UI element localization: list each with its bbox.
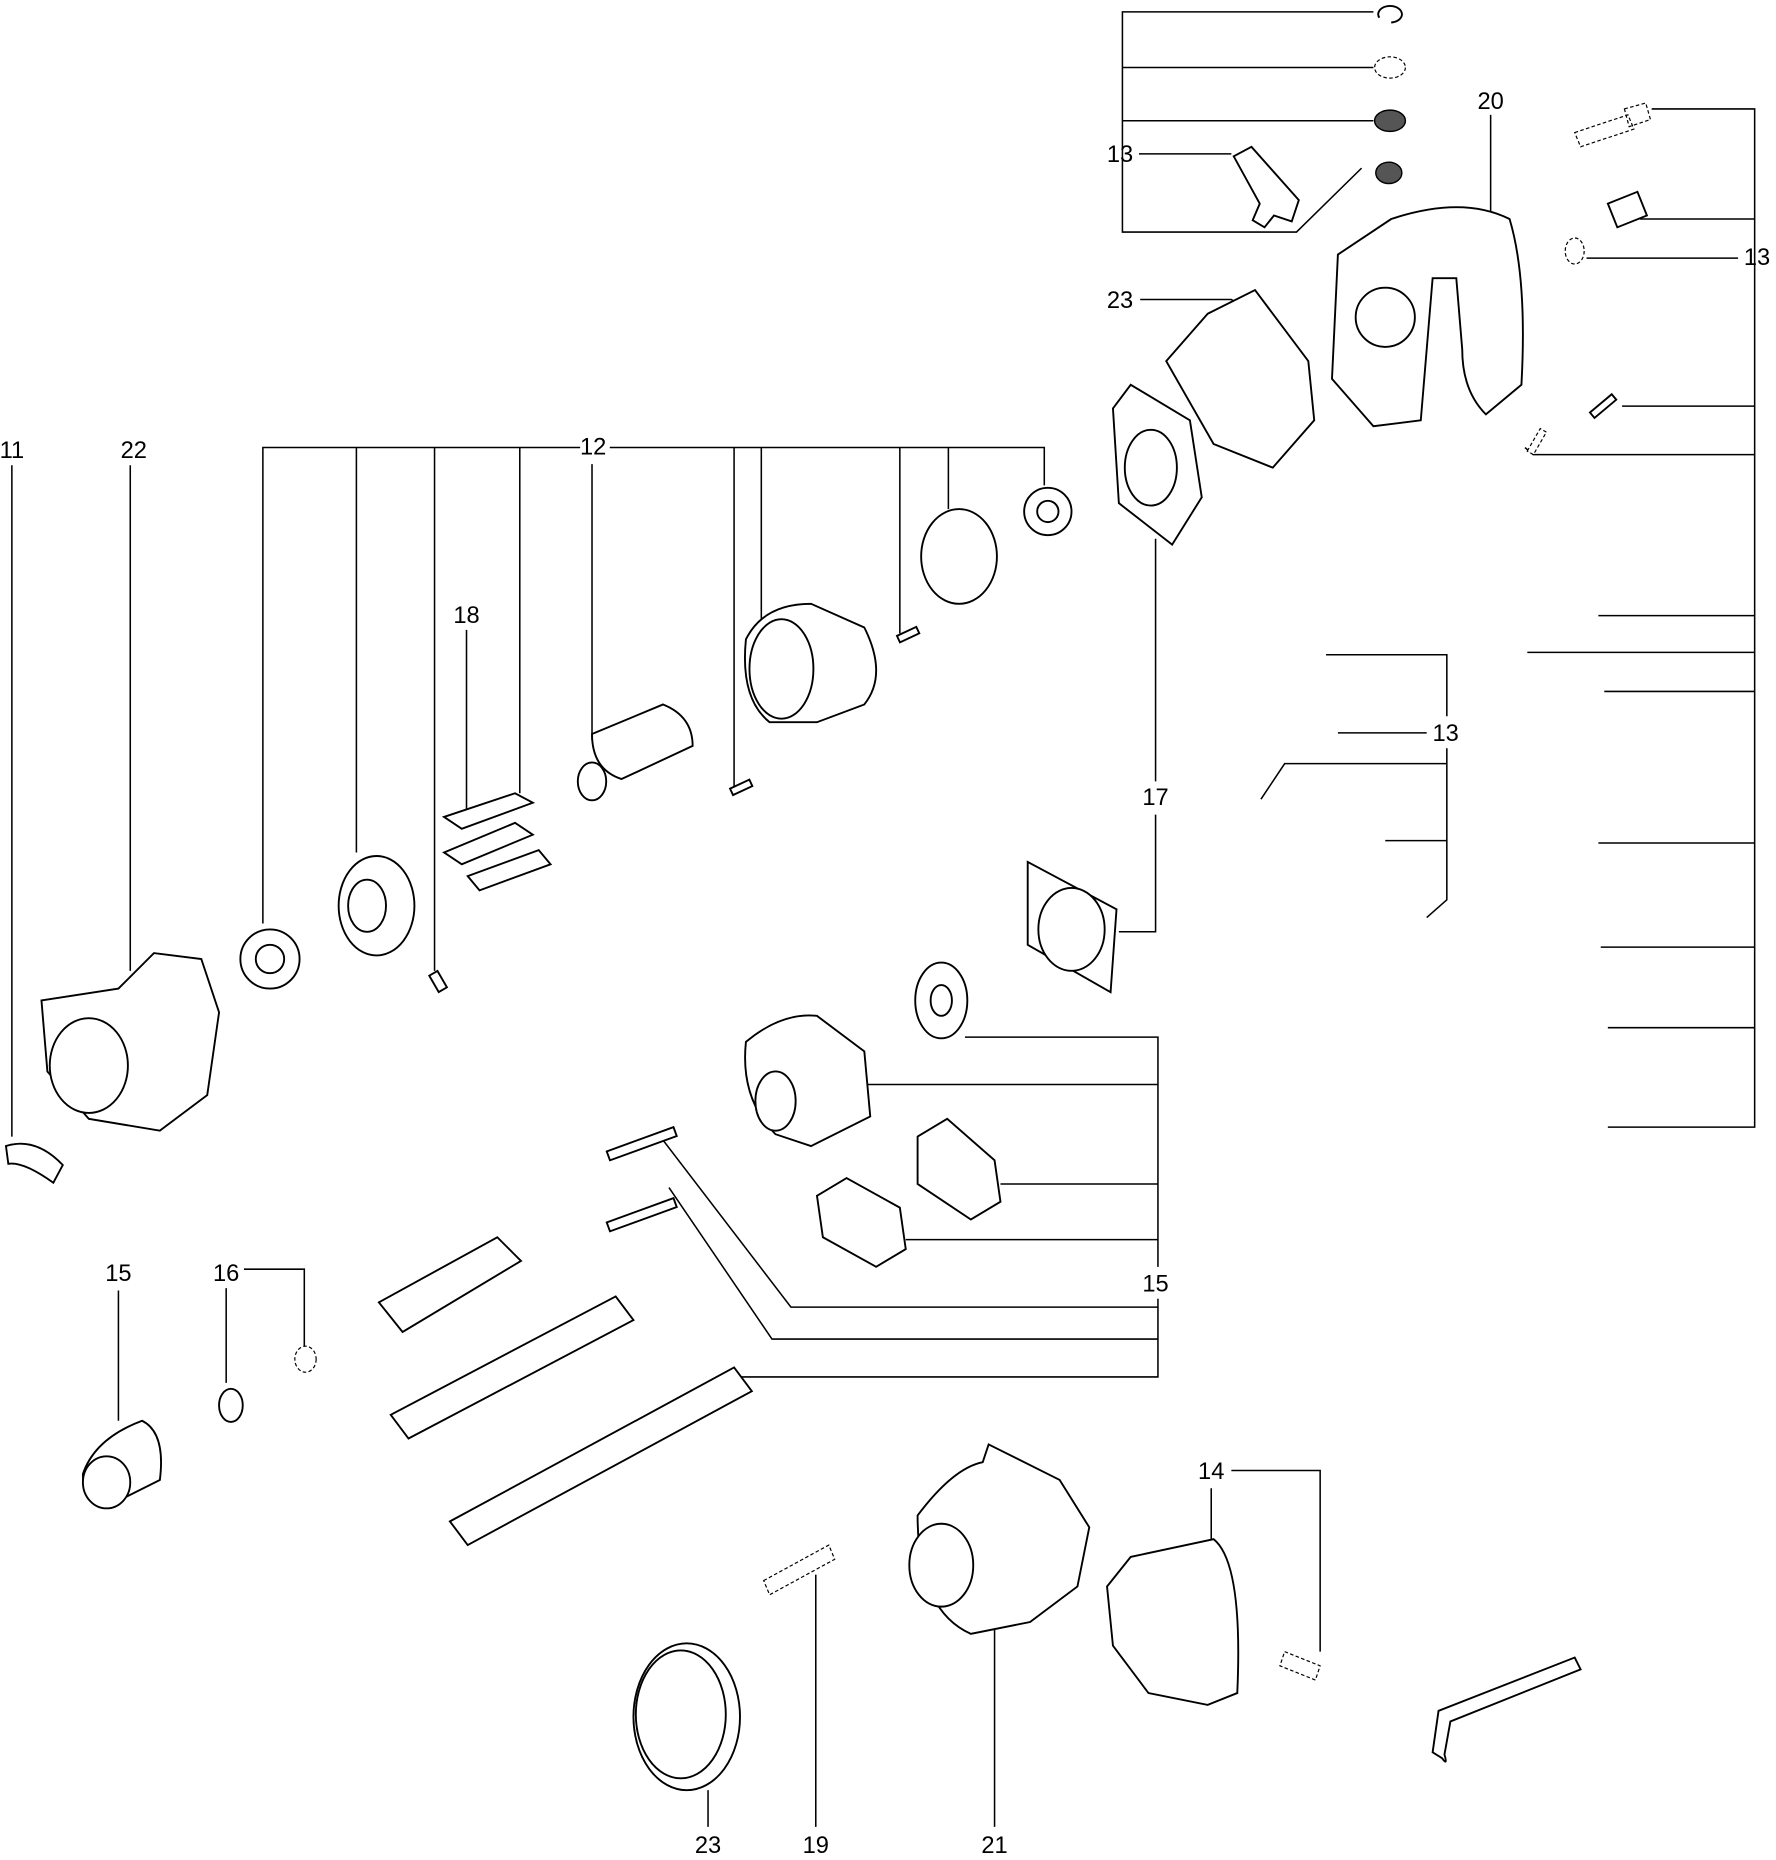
part-screen-insert xyxy=(1375,161,1403,185)
leader-13-top xyxy=(1121,11,1374,233)
callout-22: 22 xyxy=(121,438,147,464)
part-gasket-hole xyxy=(1123,428,1178,507)
part-pin-small xyxy=(1526,427,1548,456)
leader-15-right-g xyxy=(668,1187,1158,1340)
part-rotor xyxy=(591,703,694,781)
part-nameplate xyxy=(4,1142,64,1185)
part-o-ring xyxy=(1564,237,1585,265)
callout-17: 17 xyxy=(1142,785,1168,811)
leader-17-b xyxy=(1118,814,1157,933)
leader-13-right xyxy=(1607,108,1756,1128)
part-gasket-octagon xyxy=(1165,288,1316,469)
leader-16 xyxy=(243,1268,306,1347)
leader-13-right-e xyxy=(1524,446,1755,456)
part-washer-hole xyxy=(929,984,953,1017)
leader-15-right-b xyxy=(740,1298,1159,1378)
part-anvil-medium xyxy=(389,1295,635,1440)
callout-13-b: 13 xyxy=(1744,245,1770,271)
part-dowel-pin xyxy=(895,625,921,644)
part-handle-grip xyxy=(1106,1538,1240,1706)
callout-labels: 13 20 13 23 11 22 12 18 13 17 15 16 15 1… xyxy=(0,89,1770,1859)
part-bushing-face xyxy=(81,1455,132,1510)
leader-lines xyxy=(11,11,1756,1827)
callout-20: 20 xyxy=(1477,89,1503,115)
callout-16: 16 xyxy=(213,1261,239,1287)
part-screen-filter-dark xyxy=(1373,109,1407,133)
callout-23-b: 23 xyxy=(695,1833,721,1859)
callout-13-a: 13 xyxy=(1107,142,1133,168)
part-anvil-long xyxy=(448,1366,754,1547)
callout-19: 19 xyxy=(803,1833,829,1859)
leader-13-mid xyxy=(1326,653,1448,717)
part-plug xyxy=(1606,190,1649,229)
part-rear-plate-inner xyxy=(347,878,387,933)
part-bearing-inner xyxy=(1036,499,1060,524)
part-hammer-1 xyxy=(916,1117,1002,1221)
callout-23-a: 23 xyxy=(1107,288,1133,314)
part-hammer-cage-bore xyxy=(754,1070,797,1132)
part-hammer-case-nose xyxy=(908,1522,975,1608)
part-housing-bore xyxy=(1354,286,1416,348)
leader-14 xyxy=(1231,1469,1321,1652)
part-handle-screw xyxy=(1279,1650,1321,1681)
callout-11: 11 xyxy=(0,438,24,464)
part-vanes xyxy=(441,792,553,892)
callout-14: 14 xyxy=(1198,1459,1224,1485)
part-rotor-spline xyxy=(576,761,608,802)
part-hammer-pin-2 xyxy=(605,1196,678,1233)
leader-15-right xyxy=(964,1036,1159,1267)
part-hammer-pin-1 xyxy=(605,1125,678,1162)
part-pin-rear xyxy=(427,969,449,994)
part-pin-rotor xyxy=(728,778,754,797)
part-motor-housing-bore xyxy=(48,1017,129,1114)
callout-15-a: 15 xyxy=(105,1261,131,1287)
part-boot-ring-inner xyxy=(634,1649,727,1780)
part-hex-key xyxy=(1431,1656,1582,1763)
part-ring-small xyxy=(294,1345,317,1373)
leader-13-mid-b xyxy=(1426,748,1448,919)
part-trigger-lever xyxy=(1232,145,1300,229)
part-cylinder-face xyxy=(748,618,815,720)
part-end-plate xyxy=(920,508,998,605)
part-hammer-2 xyxy=(815,1176,907,1268)
part-screw xyxy=(1573,102,1652,148)
callout-15-b: 15 xyxy=(1142,1272,1168,1298)
part-pin xyxy=(1588,392,1618,420)
leader-12-b xyxy=(609,446,1046,486)
callout-13-c: 13 xyxy=(1432,721,1458,747)
part-handle-housing xyxy=(1331,206,1524,428)
part-cap-screw xyxy=(762,1544,836,1596)
leader-15-right-f xyxy=(662,1139,1158,1308)
parts xyxy=(4,5,1652,1792)
part-retaining-ring xyxy=(1377,5,1403,24)
part-gasket-square-hole xyxy=(1037,887,1106,972)
leader-12 xyxy=(262,446,581,924)
part-bearing-rear-inner xyxy=(254,943,286,975)
callout-21: 21 xyxy=(981,1833,1007,1859)
leader-13-mid-d xyxy=(1260,762,1447,800)
callout-18: 18 xyxy=(453,603,479,629)
part-anvil-short xyxy=(377,1236,523,1334)
callout-12: 12 xyxy=(580,435,606,461)
part-screen-filter xyxy=(1374,56,1406,79)
part-ring-split xyxy=(218,1387,244,1423)
